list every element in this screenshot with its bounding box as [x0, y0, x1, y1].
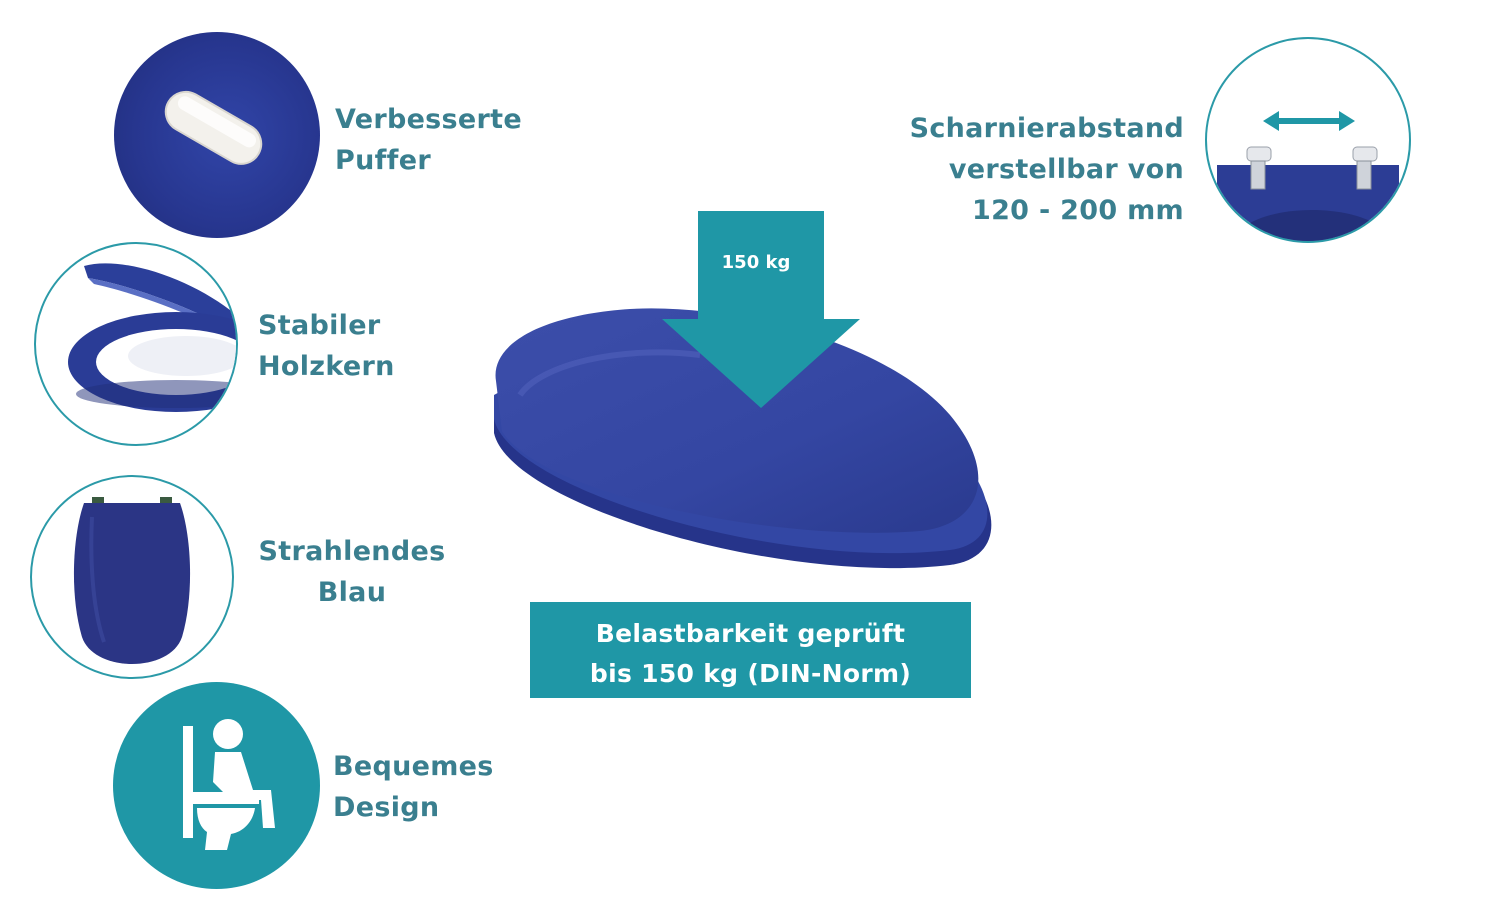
bumper-photo: [114, 32, 320, 238]
load-arrow-label: 150 kg: [721, 252, 791, 273]
feature-line: Bequemes: [333, 751, 494, 782]
toilet-seat-illustration: [494, 308, 992, 569]
banner-line: bis 150 kg (DIN-Norm): [589, 659, 912, 688]
feature-line: Puffer: [335, 145, 431, 176]
hinge-distance-icon: [1217, 111, 1399, 241]
top-seat-photo: [30, 475, 234, 679]
feature-holzkern-label: Stabiler Holzkern: [258, 305, 395, 387]
open-seat-photo: [34, 242, 238, 446]
sitting-person-icon: [183, 719, 275, 850]
feature-line: Holzkern: [258, 351, 395, 382]
feature-line: Strahlendes: [258, 536, 446, 567]
toilet-seat-top-icon: [73, 497, 191, 664]
hinge-line: verstellbar von: [948, 154, 1184, 185]
load-banner: Belastbarkeit geprüft bis 150 kg (DIN-No…: [530, 602, 971, 698]
hinge-line: 120 - 200 mm: [972, 195, 1184, 226]
feature-line: Verbesserte: [335, 104, 522, 135]
toilet-seat-open-icon: [68, 263, 236, 412]
hinge-line: Scharnierabstand: [909, 113, 1184, 144]
load-arrow-icon: [662, 211, 860, 408]
feature-blau-label: Strahlendes Blau: [245, 531, 459, 613]
banner-line: Belastbarkeit geprüft: [595, 619, 906, 648]
comfort-icon-circle: [113, 682, 320, 889]
feature-line: Blau: [317, 577, 387, 608]
feature-line: Stabiler: [258, 310, 381, 341]
hinge-photo: [1205, 37, 1411, 243]
feature-design-label: Bequemes Design: [333, 746, 494, 828]
feature-line: Design: [333, 792, 440, 823]
bumper-icon: [164, 90, 263, 165]
feature-puffer-label: Verbesserte Puffer: [335, 99, 522, 181]
hinge-label: Scharnierabstand verstellbar von 120 - 2…: [870, 108, 1184, 231]
